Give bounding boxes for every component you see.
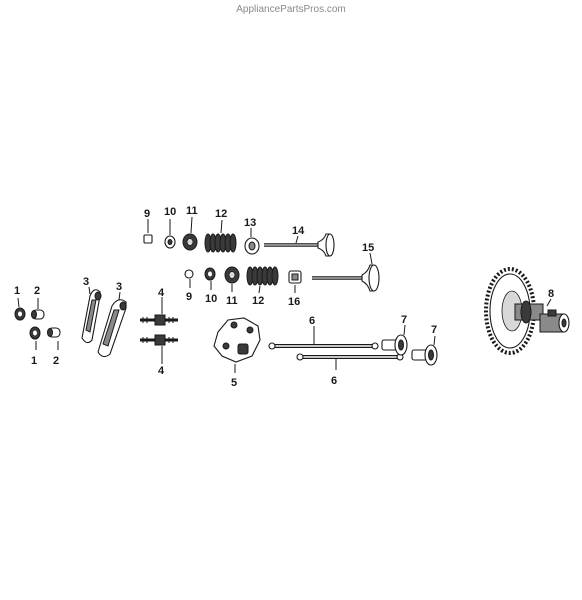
label-10-lower: 10: [205, 293, 217, 305]
label-14: 14: [292, 225, 305, 237]
part-2-bushing-lower: [47, 327, 61, 338]
part-14-intake-valve: [264, 233, 335, 257]
label-12-upper: 12: [215, 208, 227, 220]
label-4-lower: 4: [158, 365, 165, 377]
label-12-lower: 12: [252, 295, 264, 307]
part-5-guide-plate: [213, 317, 261, 363]
part-7-lifter-lower: [411, 344, 438, 366]
label-8: 8: [548, 288, 554, 300]
part-7-lifter-upper: [381, 334, 408, 356]
part-10-retainer-upper: [164, 235, 176, 249]
watermark: AppliancePartsPros.com: [236, 4, 346, 15]
label-3-right: 3: [116, 281, 122, 293]
label-16: 16: [288, 296, 300, 308]
label-15: 15: [362, 242, 374, 254]
label-7-upper: 7: [401, 314, 407, 326]
part-2-bushing-upper: [31, 309, 45, 320]
part-1-nut-lower: [29, 326, 41, 340]
part-9-keeper-lower: [184, 269, 194, 279]
label-13: 13: [244, 217, 256, 229]
part-16-valve-seal: [288, 270, 302, 284]
part-10-retainer-lower: [204, 267, 216, 281]
label-4-upper: 4: [158, 287, 165, 299]
part-3-rocker-arm-left: [81, 289, 102, 344]
label-7-lower: 7: [431, 324, 437, 336]
label-10-upper: 10: [164, 206, 176, 218]
part-12-valve-spring-lower: [246, 266, 279, 286]
part-4-stud-lower: [140, 334, 178, 346]
label-2-lower: 2: [53, 355, 59, 367]
part-13-valve-seal: [244, 237, 260, 255]
label-9-lower: 9: [186, 291, 192, 303]
label-11-lower: 11: [226, 295, 238, 307]
part-1-nut-upper: [14, 307, 26, 321]
part-8-camshaft: [484, 267, 570, 355]
part-12-valve-spring-upper: [204, 233, 237, 253]
part-11-rotator-upper: [182, 233, 198, 251]
part-6-push-rod-lower: [296, 353, 404, 361]
label-2-upper: 2: [34, 285, 40, 297]
label-5: 5: [231, 377, 237, 389]
part-15-exhaust-valve: [312, 264, 380, 292]
label-9-upper: 9: [144, 208, 150, 220]
label-1-lower: 1: [31, 355, 37, 367]
label-6-lower: 6: [331, 375, 337, 387]
label-3-left: 3: [83, 276, 89, 288]
part-3-rocker-arm-right: [97, 299, 127, 358]
label-6-upper: 6: [309, 315, 315, 327]
label-11-upper: 11: [186, 205, 198, 217]
part-4-stud-upper: [140, 314, 178, 326]
part-6-push-rod-upper: [268, 342, 379, 350]
part-9-keeper-upper: [143, 234, 153, 244]
label-1-upper: 1: [14, 285, 20, 297]
part-11-rotator-lower: [224, 266, 240, 284]
